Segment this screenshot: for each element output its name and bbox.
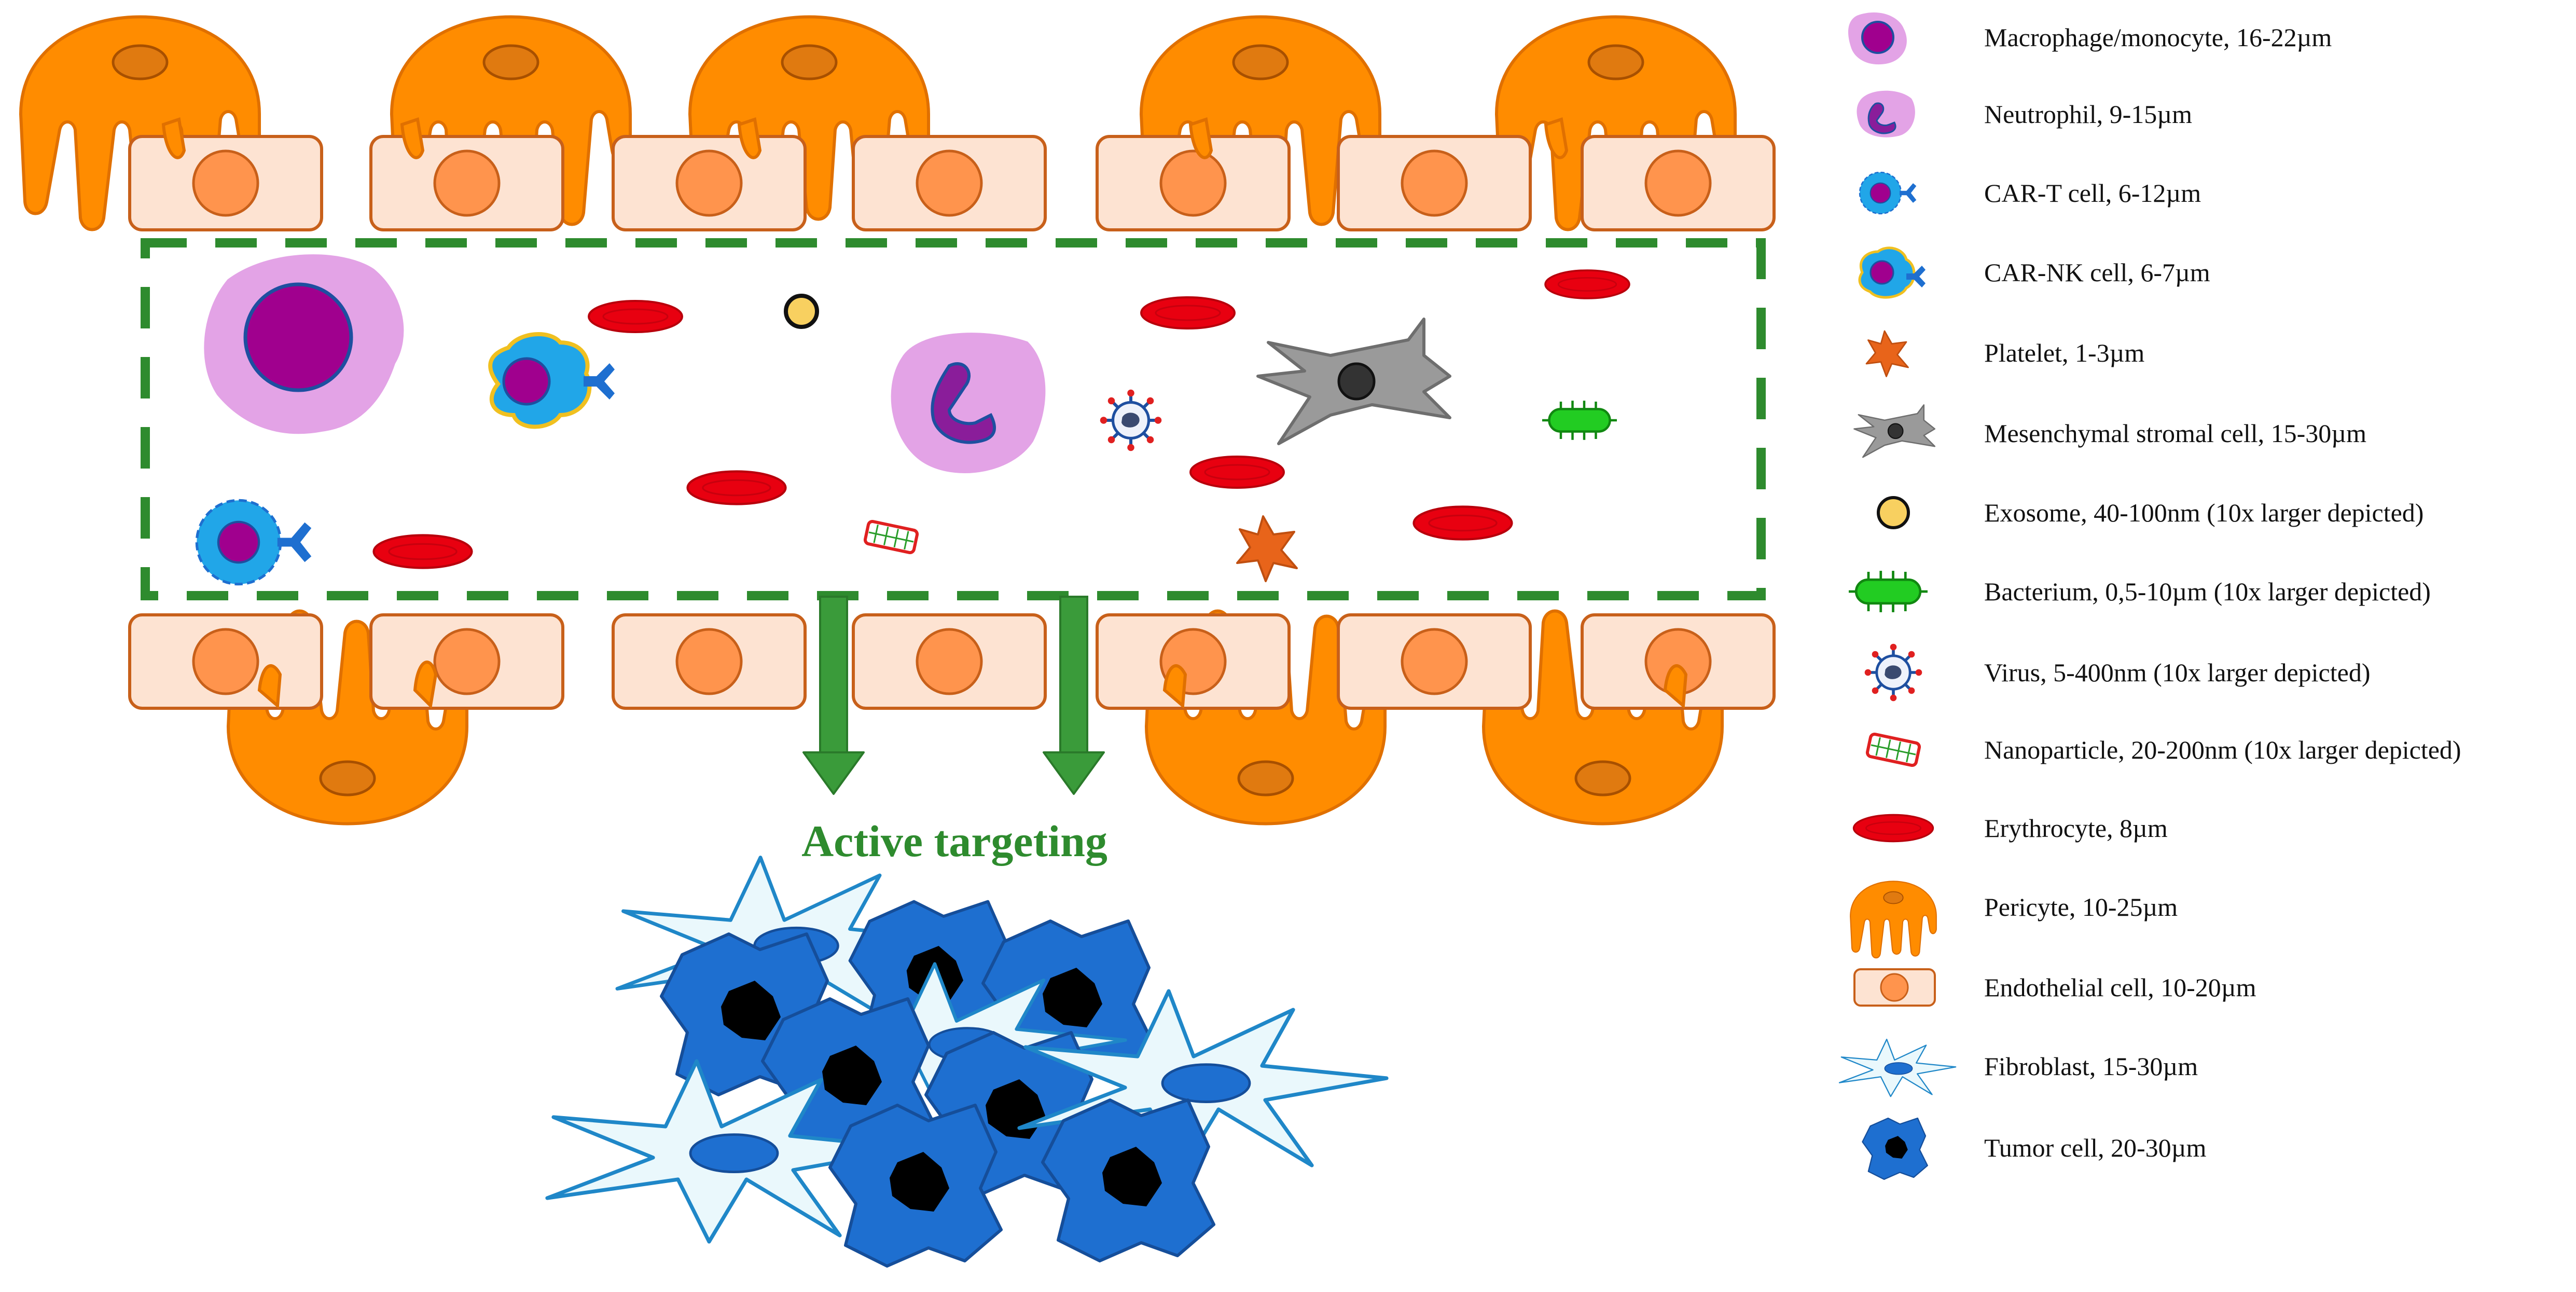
erythrocyte bbox=[1544, 269, 1630, 299]
car-t-cell-icon bbox=[1859, 171, 1917, 215]
car-nk-cell bbox=[488, 332, 615, 429]
car-nk-cell-icon bbox=[1858, 246, 1926, 299]
legend-label: Erythrocyte, 8µm bbox=[1984, 814, 2168, 843]
erythrocyte bbox=[688, 472, 786, 504]
erythrocyte bbox=[1140, 296, 1236, 329]
erythrocyte bbox=[1414, 507, 1512, 540]
active-targeting-label: Active targeting bbox=[801, 816, 1107, 866]
lumen-cells bbox=[197, 254, 1630, 584]
endothelial-cell-icon bbox=[1853, 968, 1936, 1007]
car-t-cell bbox=[197, 500, 311, 584]
top-pericyte-fingers bbox=[161, 117, 1569, 159]
platelet-icon bbox=[1865, 330, 1909, 377]
tumor-cluster bbox=[547, 858, 1387, 1267]
bottom-pericyte-fingers bbox=[257, 661, 1688, 709]
bottom-endothelial-row bbox=[130, 615, 1774, 708]
legend-label: Tumor cell, 20-30µm bbox=[1984, 1133, 2206, 1162]
virus-icon bbox=[1865, 644, 1922, 702]
legend-label: Pericyte, 10-25µm bbox=[1984, 892, 2178, 922]
neutrophil-icon bbox=[1857, 90, 1915, 138]
virus bbox=[1100, 390, 1162, 451]
legend-label: Bacterium, 0,5-10µm (10x larger depicted… bbox=[1984, 577, 2431, 606]
legend-label: Platelet, 1-3µm bbox=[1984, 338, 2144, 367]
exosome-icon bbox=[1877, 496, 1910, 529]
legend-label: Neutrophil, 9-15µm bbox=[1984, 100, 2192, 129]
legend-label: CAR-T cell, 6-12µm bbox=[1984, 178, 2201, 208]
bacterium bbox=[1542, 401, 1617, 440]
legend-label: Exosome, 40-100nm (10x larger depicted) bbox=[1984, 498, 2423, 527]
legend-label: Macrophage/monocyte, 16-22µm bbox=[1984, 23, 2332, 52]
legend-label: Endothelial cell, 10-20µm bbox=[1984, 973, 2256, 1002]
mesenchymal-stromal-cell bbox=[1258, 319, 1450, 444]
mesenchymal-stromal-cell-icon bbox=[1853, 404, 1936, 458]
pericyte-icon bbox=[1850, 881, 1937, 959]
legend: Macrophage/monocyte, 16-22µmNeutrophil, … bbox=[1838, 12, 2461, 1180]
legend-label: Nanoparticle, 20-200nm (10x larger depic… bbox=[1984, 735, 2461, 764]
legend-label: Virus, 5-400nm (10x larger depicted) bbox=[1984, 658, 2370, 687]
neutrophil bbox=[891, 333, 1046, 473]
nanoparticle bbox=[864, 521, 918, 554]
legend-label: Mesenchymal stromal cell, 15-30µm bbox=[1984, 419, 2366, 448]
vessel-lumen-border bbox=[141, 238, 1766, 600]
macrophage bbox=[204, 254, 404, 434]
tumor-cell-icon bbox=[1862, 1117, 1928, 1180]
legend-label: CAR-NK cell, 6-7µm bbox=[1984, 258, 2210, 287]
fibroblast-icon bbox=[1838, 1038, 1957, 1097]
macrophage-icon bbox=[1848, 12, 1907, 65]
bacterium-icon bbox=[1849, 571, 1928, 612]
top-endothelial-row bbox=[130, 136, 1774, 230]
erythrocyte bbox=[374, 535, 472, 568]
platelet bbox=[1236, 515, 1298, 582]
erythrocyte bbox=[1189, 456, 1285, 489]
nanoparticle-icon bbox=[1866, 734, 1920, 766]
erythrocyte bbox=[588, 300, 683, 333]
erythrocyte-icon bbox=[1852, 814, 1934, 843]
exosome bbox=[784, 294, 819, 329]
legend-label: Fibroblast, 15-30µm bbox=[1984, 1052, 2198, 1081]
